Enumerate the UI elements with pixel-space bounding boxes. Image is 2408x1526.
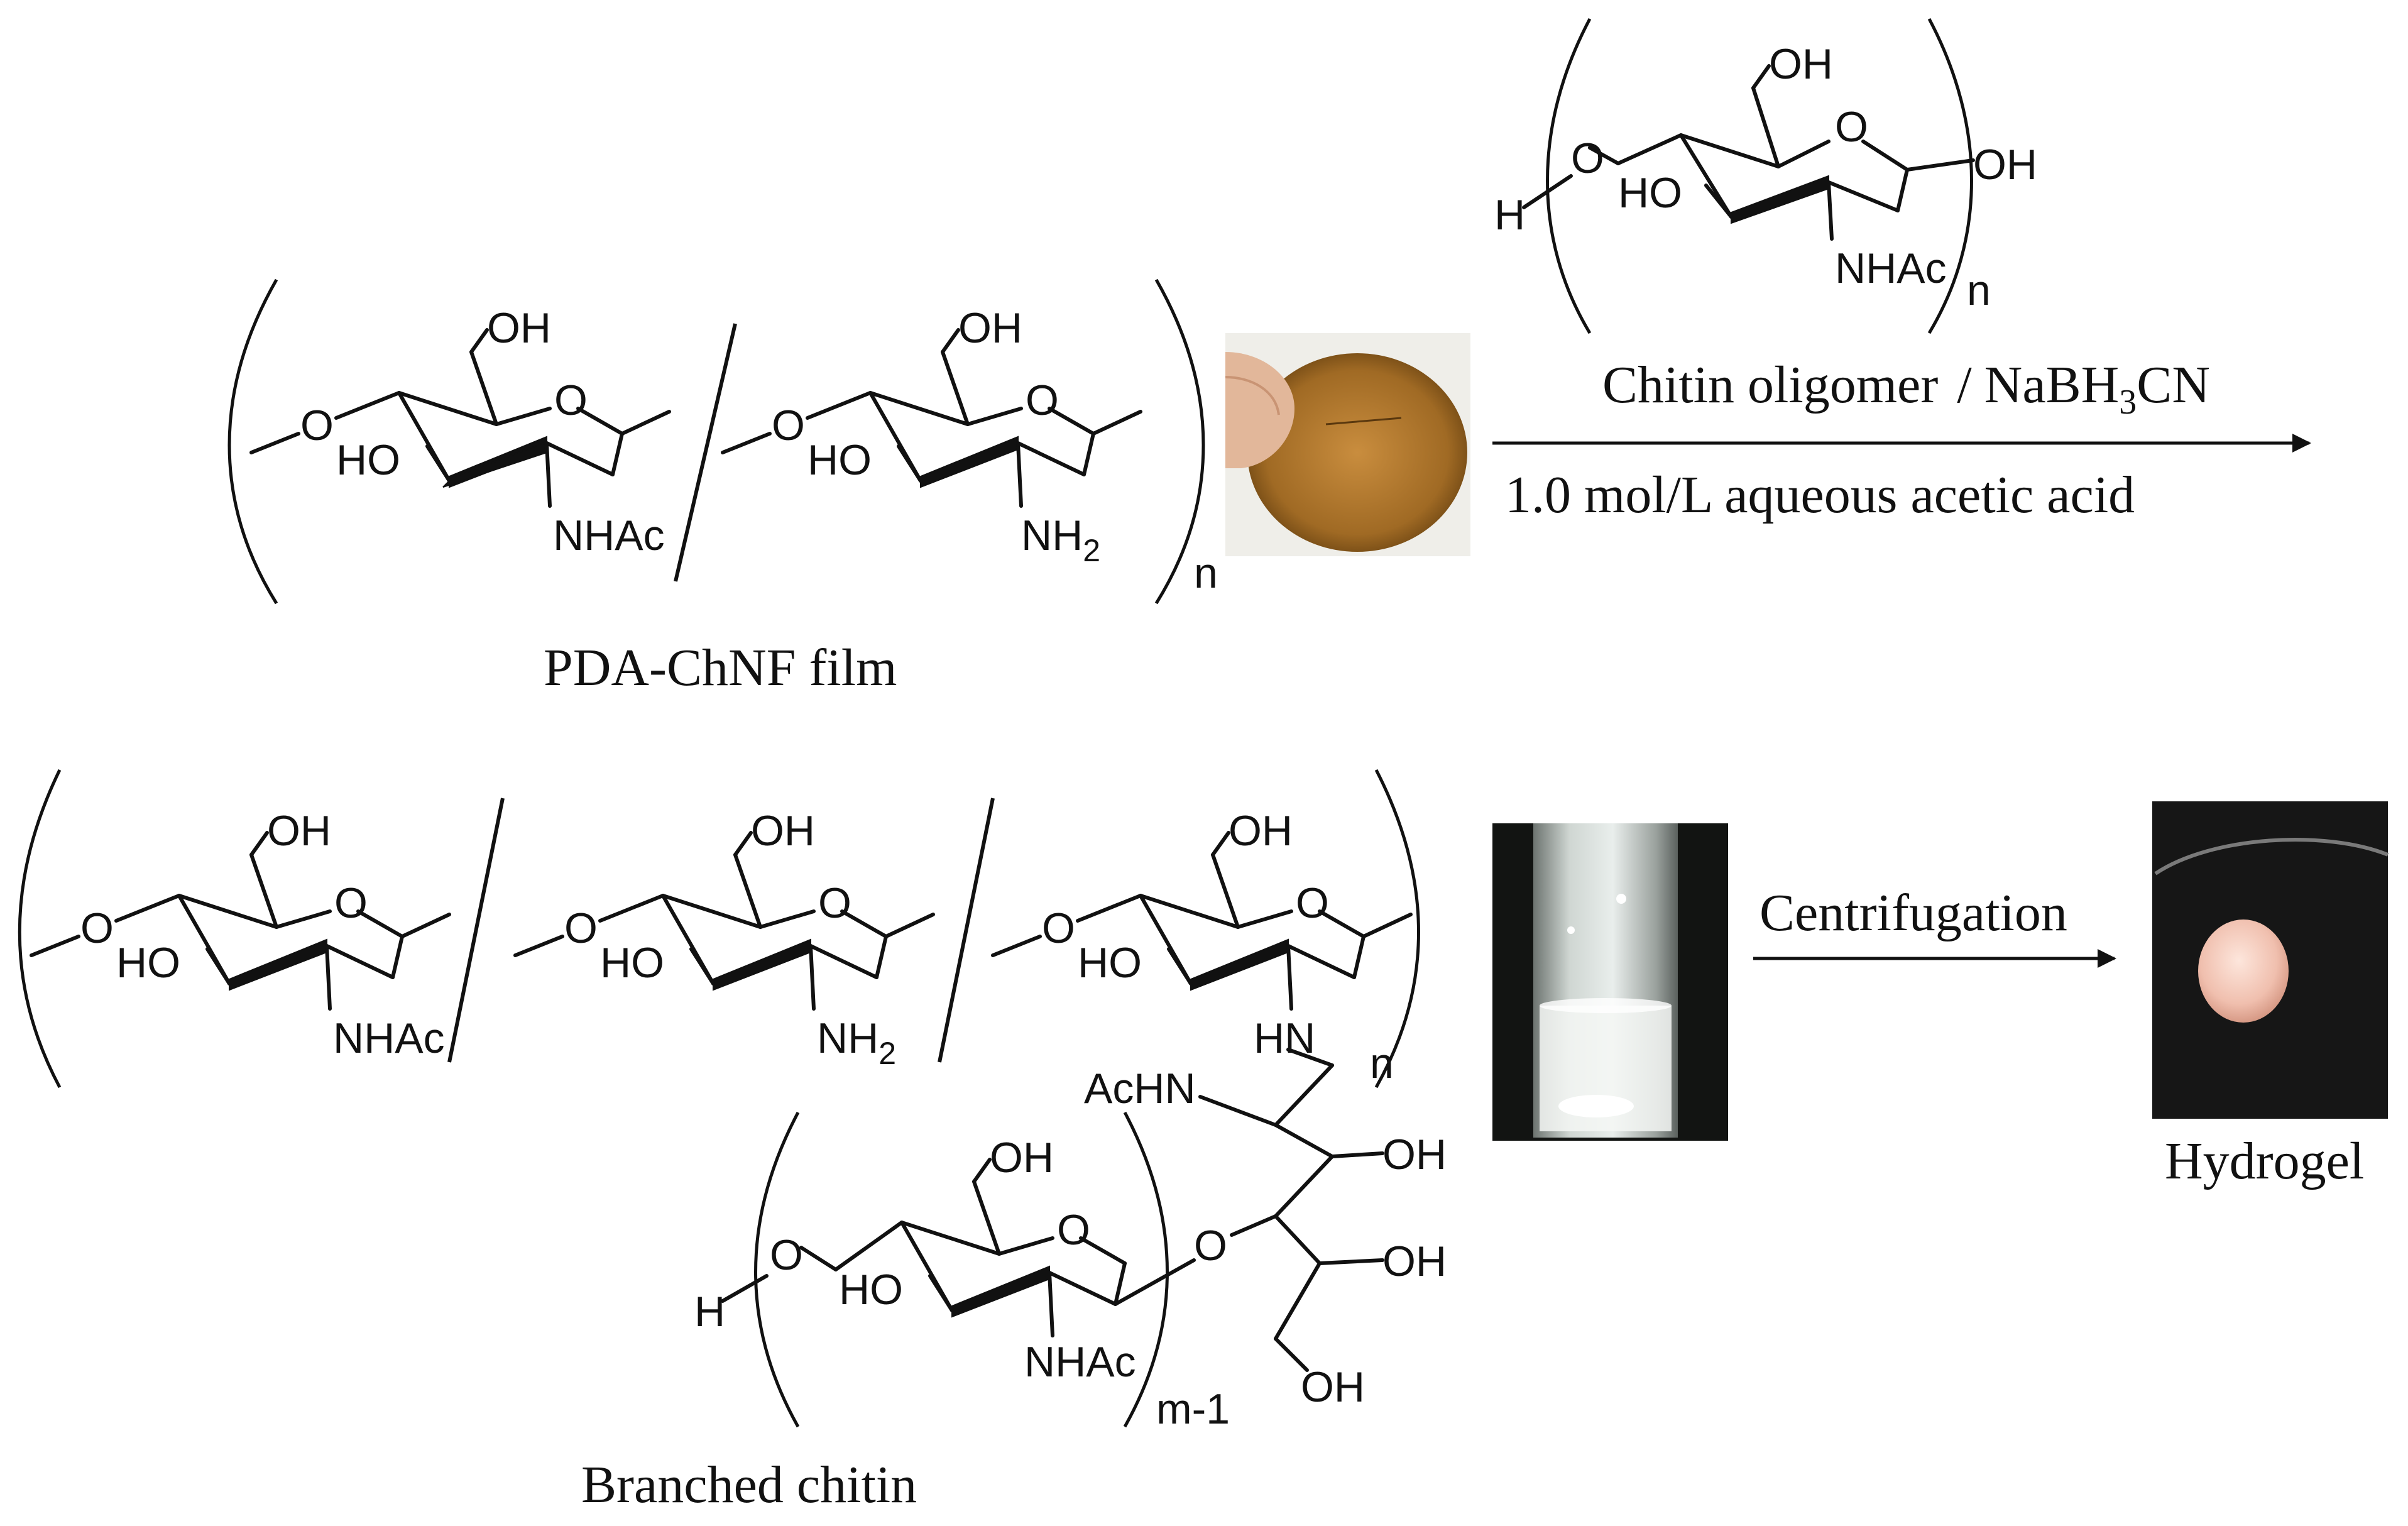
right-paren [1154, 278, 1205, 605]
svg-text:O: O [818, 879, 851, 927]
svg-text:NHAc: NHAc [333, 1014, 445, 1062]
svg-text:NH2: NH2 [817, 1014, 896, 1071]
oligomer-index-n: n [1967, 266, 1991, 314]
branch-index-m1: m-1 [1156, 1385, 1230, 1433]
oh-6-1: OH [487, 304, 551, 352]
ring-o-2: O [1026, 376, 1059, 424]
glucose-unit-nh2: O OH O HO NH2 [721, 304, 1142, 568]
svg-text:O: O [770, 1231, 803, 1279]
branched-chitin: O OH O HO NHAc O OH O HO NH2 [18, 769, 1447, 1514]
reaction-arrow-1: Chitin oligomer/NaBH3CN 1.0 mol/L aqueou… [1492, 356, 2311, 524]
film-label: PDA-ChNF film [544, 639, 897, 697]
chnf-polymer: O OH O HO NHAc O OH O HO NH2 [227, 278, 1218, 697]
svg-text:O: O [564, 904, 598, 952]
hydrogel-blob [2198, 919, 2289, 1023]
svg-text:O: O [1042, 904, 1075, 952]
ring-o-1: O [554, 376, 588, 424]
slash-divider [674, 323, 737, 582]
svg-text:OH: OH [267, 807, 331, 855]
svg-text:OH: OH [1301, 1363, 1365, 1411]
svg-text:O: O [1057, 1206, 1090, 1254]
svg-text:AcHN: AcHN [1084, 1065, 1196, 1112]
svg-text:HO: HO [839, 1266, 903, 1314]
branched-label: Branched chitin [581, 1456, 917, 1514]
svg-text:OH: OH [1382, 1131, 1447, 1178]
nhac-1: NHAc [553, 512, 665, 559]
ho-3-1: HO [336, 436, 400, 484]
link-o-2: O [772, 402, 805, 449]
finger [1225, 352, 1294, 468]
centrifugation-label: Centrifugation [1759, 884, 2067, 942]
svg-text:HO: HO [116, 939, 180, 987]
svg-text:H: H [1494, 191, 1525, 239]
svg-text:NHAc: NHAc [1024, 1338, 1136, 1386]
svg-text:HO: HO [1618, 169, 1682, 217]
link-o-1: O [300, 402, 334, 449]
svg-text:n: n [1370, 1040, 1394, 1087]
svg-text:HO: HO [1078, 939, 1142, 987]
svg-text:OH: OH [1382, 1238, 1447, 1285]
vial-photo [1492, 823, 1728, 1141]
reagent-label: Chitin oligomer/NaBH3CN [1602, 356, 2210, 422]
svg-text:O: O [1835, 103, 1868, 151]
svg-text:OH: OH [990, 1134, 1054, 1182]
svg-text:HO: HO [600, 939, 664, 987]
reaction-arrow-2: Centrifugation [1753, 884, 2116, 968]
ho-3-2: HO [807, 436, 872, 484]
svg-text:O: O [334, 879, 368, 927]
svg-text:OH: OH [751, 807, 815, 855]
svg-text:OH: OH [1973, 141, 2037, 189]
hydrogel-photo [2152, 801, 2389, 1119]
oh-6-2: OH [958, 304, 1022, 352]
nh2-2: NH2 [1021, 512, 1100, 568]
glucose-unit-nhac: O OH O HO NHAc [249, 304, 671, 559]
film-photo [1225, 333, 1470, 556]
svg-text:OH: OH [1769, 40, 1833, 88]
svg-text:H: H [694, 1288, 725, 1336]
svg-text:O: O [1571, 134, 1604, 182]
repeat-index-n: n [1194, 549, 1218, 597]
svg-text:O: O [1296, 879, 1329, 927]
svg-text:O: O [80, 904, 114, 952]
solvent-label: 1.0 mol/L aqueous acetic acid [1505, 466, 2135, 524]
hydrogel-label: Hydrogel [2165, 1132, 2364, 1190]
svg-text:OH: OH [1229, 807, 1293, 855]
chitin-oligomer: H O O OH HO OH NHAc n [1494, 18, 2037, 334]
left-paren [227, 278, 278, 605]
svg-text:O: O [1194, 1222, 1227, 1270]
svg-text:NHAc: NHAc [1835, 244, 1947, 292]
film-disc [1247, 353, 1467, 552]
